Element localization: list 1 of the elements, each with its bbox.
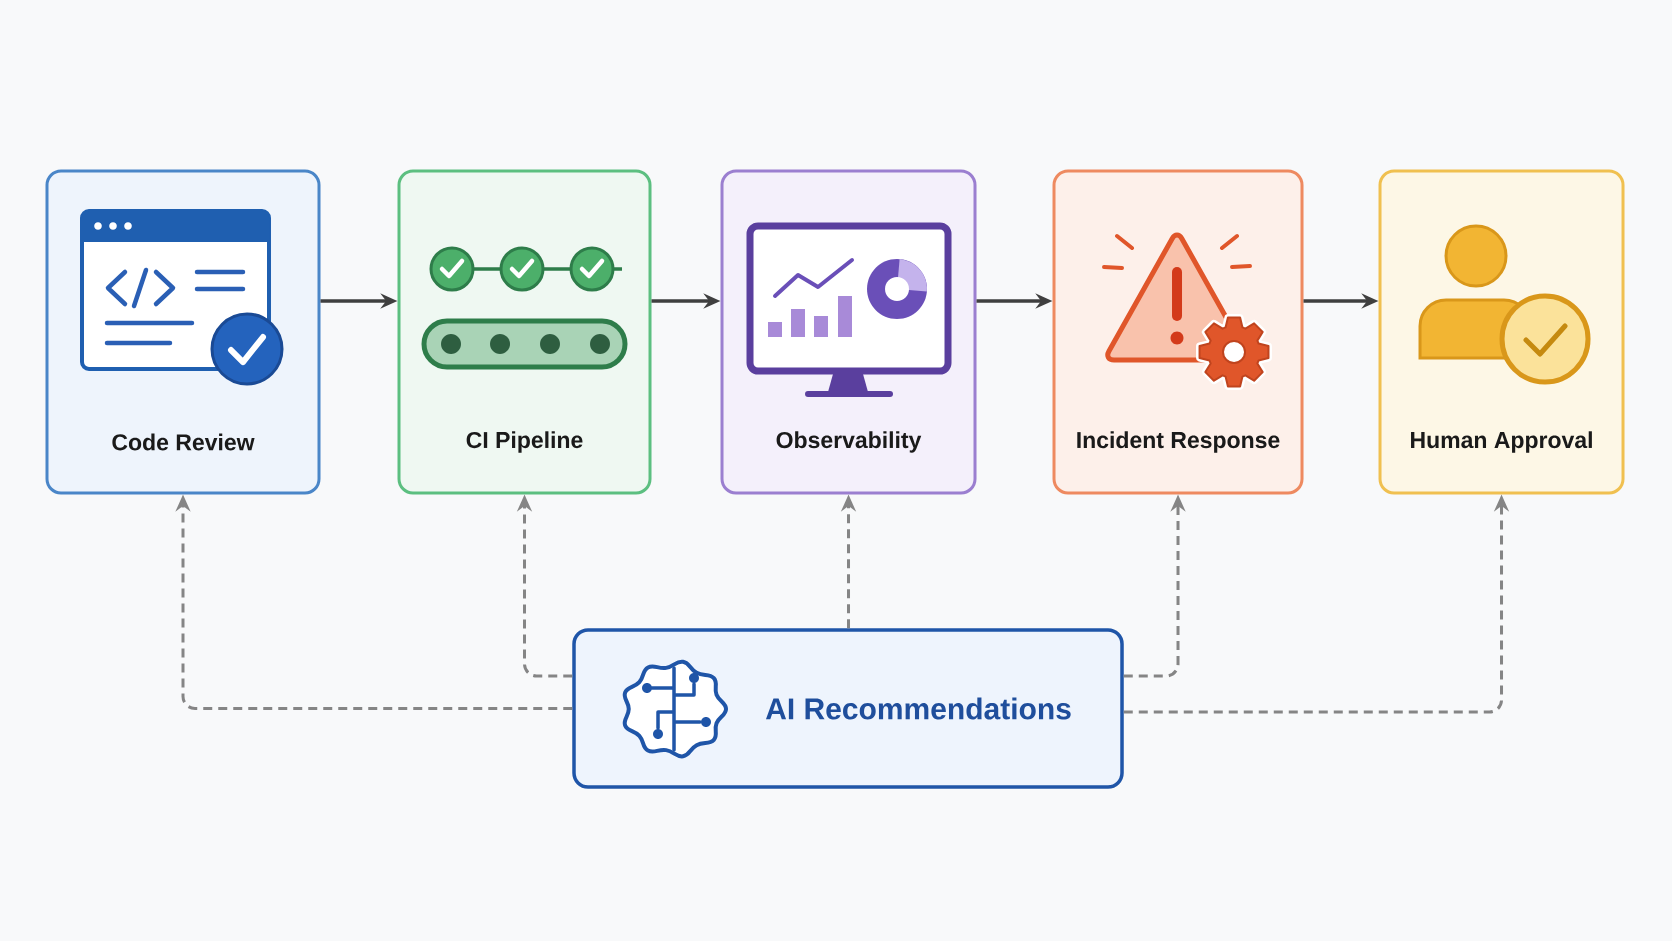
hub-box: AI Recommendations (572, 628, 1124, 789)
